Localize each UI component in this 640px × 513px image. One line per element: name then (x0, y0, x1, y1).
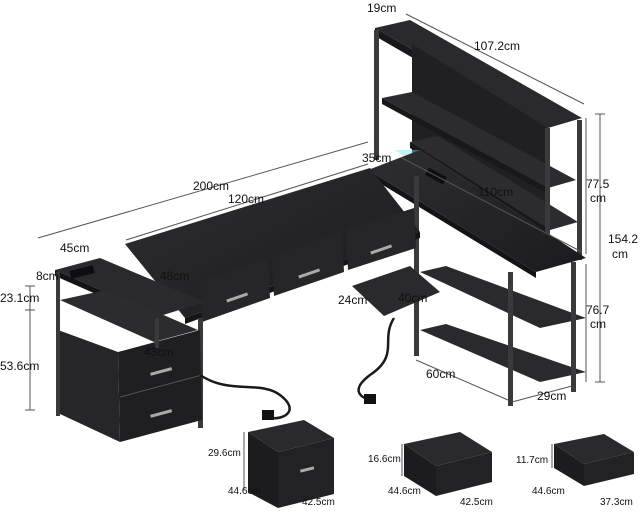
label-drawer2-width: 42.5cm (460, 497, 493, 508)
side-cabinet (55, 258, 205, 442)
drawer-box-medium (404, 432, 492, 496)
label-hutch-depth: 19cm (367, 1, 396, 15)
drawer-box-small (554, 434, 634, 486)
label-hutch-height: 77.5 (586, 177, 610, 191)
label-corner-depth: 35cm (362, 151, 391, 165)
dimension-lines (25, 13, 605, 490)
label-kb-width: 24cm (338, 293, 367, 307)
label-drawer3-depth: 44.6cm (532, 486, 565, 497)
label-total-height-unit: cm (612, 247, 628, 261)
label-side-top: 8cm (36, 269, 59, 283)
label-hutch-width: 107.2cm (474, 39, 520, 53)
label-return-width: 60cm (426, 367, 455, 381)
label-side-lower: 53.6cm (0, 359, 39, 373)
label-desk-depth: 48cm (160, 269, 189, 283)
label-drawer2-depth: 44.6cm (388, 486, 421, 497)
label-drawer3-width: 37.3cm (600, 497, 633, 508)
label-desk-height-unit: cm (590, 317, 606, 331)
label-cabinet-depth: 43cm (144, 345, 173, 359)
label-drawer3-height: 11.7cm (516, 455, 548, 466)
label-drawer2-height: 16.6cm (368, 454, 401, 465)
label-kb-length: 40cm (398, 291, 427, 305)
label-hutch-height-unit: cm (590, 191, 606, 205)
label-main-length: 120cm (228, 192, 264, 206)
label-side-upper: 23.1cm (0, 291, 39, 305)
label-desk-height: 76.7 (586, 303, 610, 317)
label-drawer1-height: 29.6cm (208, 448, 241, 459)
label-side-width: 45cm (60, 241, 89, 255)
label-drawer1-depth: 44.6cm (228, 486, 261, 497)
label-total-length: 200cm (193, 179, 229, 193)
return-desk (368, 150, 586, 406)
label-return-depth: 29cm (537, 389, 566, 403)
label-drawer1-width: 42.5cm (302, 497, 335, 508)
label-return-length: 110cm (478, 185, 513, 199)
drawer-box-large (248, 420, 334, 508)
label-total-height: 154.2 (608, 232, 638, 246)
power-cables (199, 317, 396, 420)
